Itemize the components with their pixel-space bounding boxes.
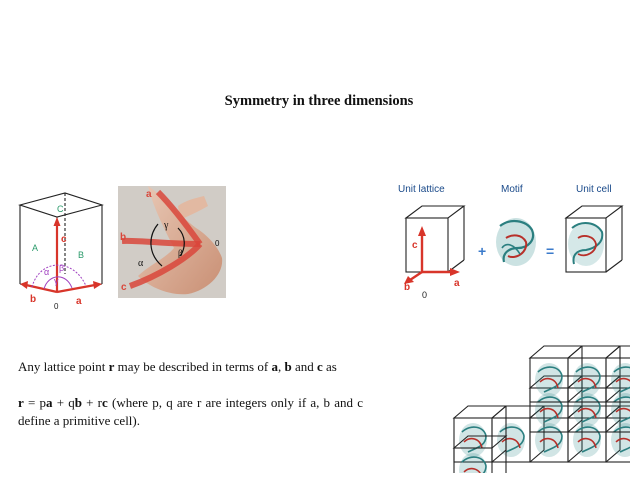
- equals-operator: =: [546, 243, 554, 259]
- plus-operator: +: [478, 243, 486, 259]
- photo-label-alpha: α: [138, 258, 144, 269]
- hand-shape: [138, 186, 223, 295]
- vector-label-a: a: [76, 296, 82, 307]
- photo-label-c: c: [121, 282, 127, 293]
- vector-label-b: b: [30, 294, 36, 305]
- angle-label-alpha: α: [44, 267, 49, 277]
- motif-protein: [496, 218, 536, 266]
- unit-cell-cube: [564, 205, 624, 273]
- lattice-vector-c: c: [412, 240, 418, 251]
- slide-title: Symmetry in three dimensions: [224, 93, 414, 109]
- unit-lattice-cube: [404, 205, 466, 273]
- lattice-origin: 0: [422, 290, 427, 300]
- angle-label-gamma: γ: [54, 276, 59, 286]
- heading-unit-lattice: Unit lattice: [398, 184, 445, 195]
- photo-label-beta: β: [178, 248, 183, 258]
- lattice-point-paragraph: Any lattice point r may be described in …: [18, 359, 337, 374]
- face-label-c: C: [57, 204, 64, 214]
- description-text: Any lattice point r may be described in …: [18, 358, 363, 430]
- photo-label-gamma: γ: [163, 220, 169, 231]
- unit-cell-diagram: C A B c a b α β γ 0: [18, 192, 104, 311]
- equation-paragraph: r = pa + qb + rc (where p, q are r are i…: [18, 395, 363, 428]
- hand-axes-photo: a b c γ α β 0: [118, 186, 226, 298]
- crystal-cell: [490, 405, 546, 463]
- lattice-vector-b: b: [404, 282, 410, 293]
- crystal-cell: [528, 345, 584, 403]
- angle-label-beta: β: [59, 263, 64, 273]
- photo-label-b: b: [120, 232, 126, 243]
- unit-cell-equation-panel: Unit lattice Motif Unit cell c a b 0 + =: [398, 184, 624, 300]
- heading-unit-cell: Unit cell: [576, 184, 612, 195]
- crystal-lattice-stack: [452, 345, 630, 473]
- heading-motif: Motif: [501, 184, 523, 195]
- face-label-a: A: [32, 243, 38, 253]
- photo-label-origin: 0: [215, 239, 220, 248]
- crystal-cell: [604, 345, 630, 403]
- vector-label-c: c: [61, 234, 67, 245]
- lattice-vector-a: a: [454, 278, 460, 289]
- origin-label: 0: [54, 302, 59, 311]
- crystal-cell: [452, 435, 508, 473]
- photo-label-a: a: [146, 189, 152, 200]
- face-label-b: B: [78, 250, 84, 260]
